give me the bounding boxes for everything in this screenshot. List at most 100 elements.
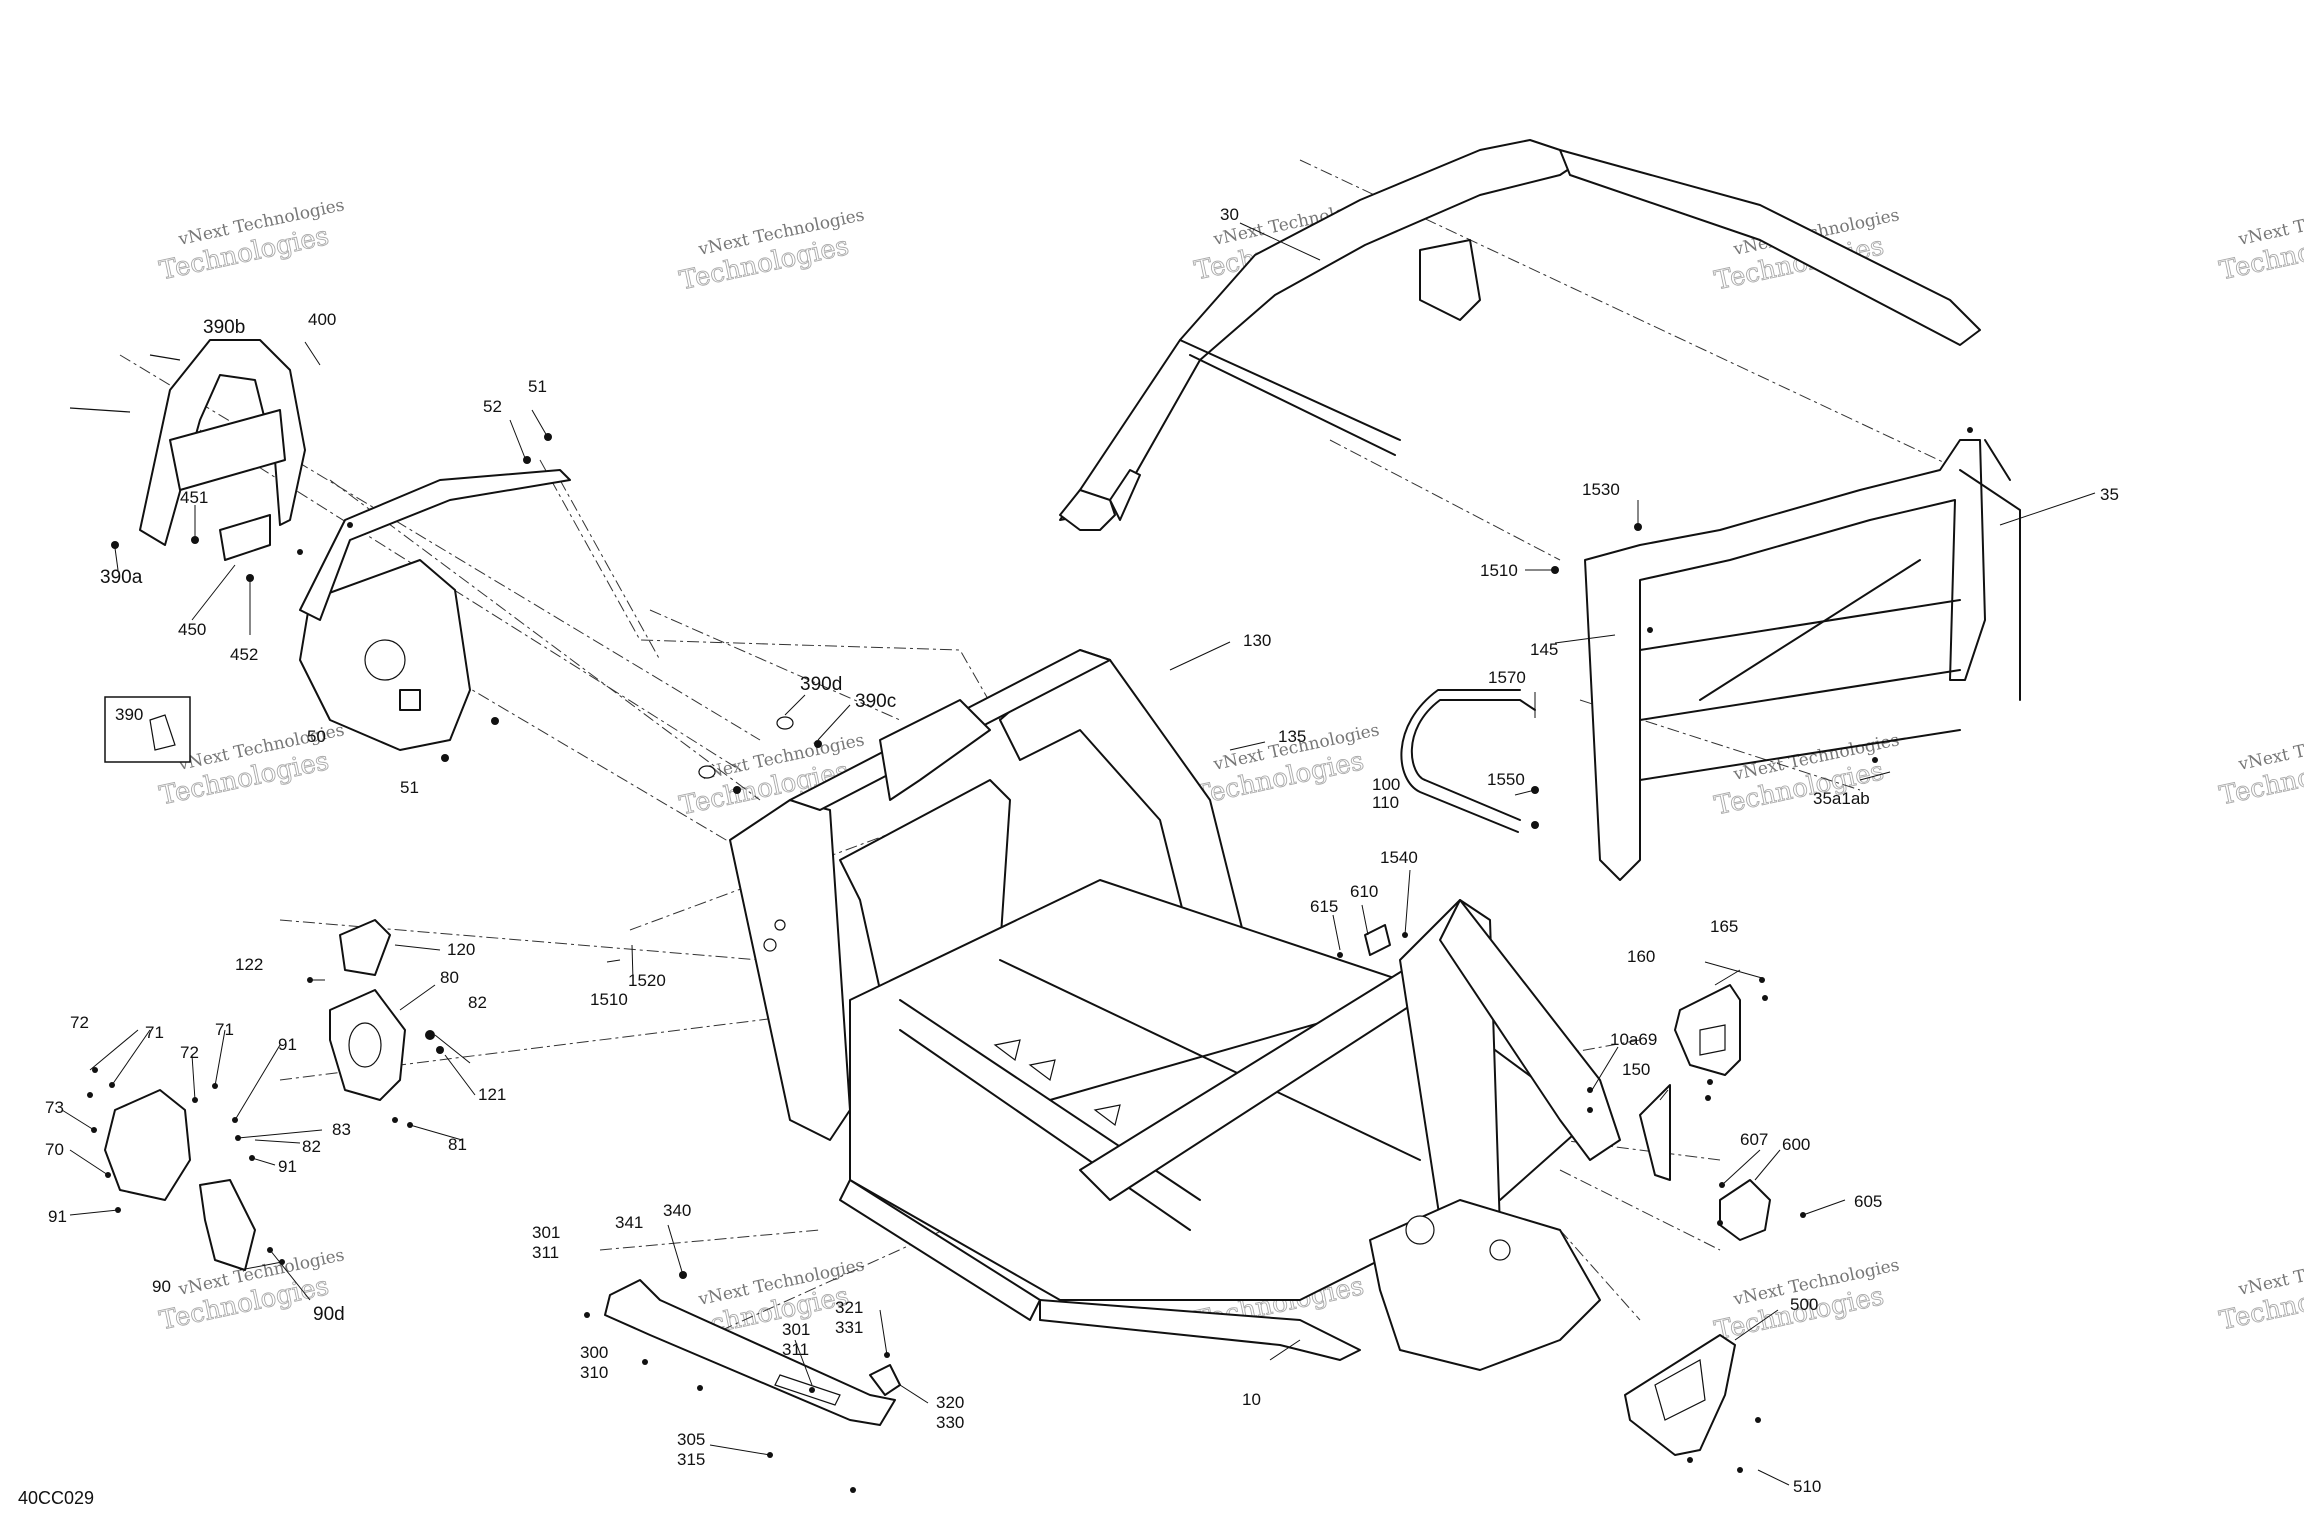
callout-390: 390 — [115, 705, 143, 724]
callout-311-b: 311 — [782, 1340, 809, 1359]
callout-51-b: 51 — [400, 778, 419, 797]
front-hoop-left — [1059, 489, 1116, 531]
callout-305: 305 — [677, 1430, 705, 1449]
left-bracket-assembly — [87, 919, 444, 1271]
callout-330: 330 — [936, 1413, 964, 1432]
callout-50: 50 — [307, 727, 326, 746]
callout-130: 130 — [1243, 631, 1271, 650]
callout-83: 83 — [332, 1120, 351, 1139]
panel-150 — [1639, 1084, 1671, 1181]
callout-82-b: 82 — [302, 1137, 321, 1156]
callout-100: 100 — [1372, 775, 1400, 794]
callout-320: 320 — [936, 1393, 964, 1412]
callout-72: 72 — [70, 1013, 89, 1032]
callout-390c: 390c — [855, 691, 896, 712]
callout-71-b: 71 — [215, 1020, 234, 1039]
callout-301-b: 301 — [782, 1320, 810, 1339]
c-pillar — [1109, 469, 1141, 521]
rear-bracket-bolts — [1337, 924, 1806, 1473]
bracket-600 — [1719, 1179, 1771, 1241]
callout-1510-b: 1510 — [590, 990, 628, 1009]
callout-121: 121 — [478, 1085, 506, 1104]
callout-600: 600 — [1782, 1135, 1810, 1154]
callouts: 30 35 1530 1510 145 1570 100 110 1550 35… — [45, 205, 2119, 1496]
callout-51: 51 — [528, 377, 547, 396]
callout-311: 311 — [532, 1243, 559, 1262]
callout-70: 70 — [45, 1140, 64, 1159]
bracket-120 — [339, 919, 391, 976]
watermark: vNext Technologies Technologies — [157, 195, 347, 287]
grab-handle — [1410, 699, 1536, 821]
callout-160: 160 — [1627, 947, 1655, 966]
callout-1510: 1510 — [1480, 561, 1518, 580]
callout-91-c: 91 — [48, 1207, 67, 1226]
callout-91: 91 — [278, 1035, 297, 1054]
callout-615: 615 — [1310, 897, 1338, 916]
callout-120: 120 — [447, 940, 475, 959]
callout-72-b: 72 — [180, 1043, 199, 1062]
roof-rear-bar — [1559, 149, 1981, 346]
leader-lines — [61, 222, 2096, 1486]
callout-340: 340 — [663, 1201, 691, 1220]
bracket-70 — [104, 1089, 191, 1201]
callout-90: 90 — [152, 1277, 171, 1296]
callout-607: 607 — [1740, 1130, 1768, 1149]
front-bumper-assembly — [69, 339, 822, 794]
callout-310: 310 — [580, 1363, 608, 1382]
frame-rear-subframe — [1369, 1199, 1601, 1371]
callout-390b: 390b — [203, 317, 245, 338]
callout-400: 400 — [308, 310, 336, 329]
rear-upper-hoop — [1584, 439, 1986, 881]
callout-610: 610 — [1350, 882, 1378, 901]
roof-front-bar — [1059, 139, 1576, 521]
callout-110: 110 — [1372, 793, 1399, 812]
bumper-bolts — [69, 354, 822, 794]
callout-91-b: 91 — [278, 1157, 297, 1176]
bumper-plate — [169, 409, 286, 491]
callout-10a69: 10a69 — [1610, 1030, 1657, 1049]
watermark: vNext Technologies Technologies — [677, 205, 867, 297]
frame-front-upright-left — [729, 799, 851, 1141]
callout-1530: 1530 — [1582, 480, 1620, 499]
callout-30: 30 — [1220, 205, 1239, 224]
callout-73: 73 — [45, 1098, 64, 1117]
callout-1550: 1550 — [1487, 770, 1525, 789]
callout-331: 331 — [835, 1318, 863, 1337]
callout-451: 451 — [180, 488, 208, 507]
part-390-inset-box — [104, 696, 191, 763]
watermark: vNext Technologies Technologies — [2217, 720, 2304, 812]
watermark: vNext Technologies Technologies — [2217, 195, 2304, 287]
callout-52: 52 — [483, 397, 502, 416]
watermark: vNext Technologies Technologies — [1712, 730, 1902, 822]
callout-80: 80 — [440, 968, 459, 987]
watermark: vNext Technologies Technologies — [2217, 1245, 2304, 1337]
bracket-90 — [199, 1179, 256, 1271]
callout-135: 135 — [1278, 727, 1306, 746]
frame-holes — [763, 919, 1511, 1261]
callout-390d: 390d — [800, 674, 842, 695]
callout-1520: 1520 — [628, 971, 666, 990]
cover-500 — [1624, 1334, 1736, 1456]
drawing-code: 40CC029 — [18, 1488, 94, 1508]
callout-510: 510 — [1793, 1477, 1821, 1496]
frame-rear-side — [1439, 899, 1621, 1161]
front-bracket-tube — [299, 469, 571, 621]
main-frame — [729, 649, 1621, 1371]
callout-500: 500 — [1790, 1295, 1818, 1314]
callout-300: 300 — [580, 1343, 608, 1362]
callout-315: 315 — [677, 1450, 705, 1469]
callout-150: 150 — [1622, 1060, 1650, 1079]
callout-35: 35 — [2100, 485, 2119, 504]
frame-front-skid — [839, 1179, 1041, 1321]
roof-gusset — [1419, 239, 1481, 321]
bracket-320 — [869, 1364, 901, 1396]
callout-71: 71 — [145, 1023, 164, 1042]
callout-145: 145 — [1530, 640, 1558, 659]
front-bumper-400 — [139, 339, 306, 546]
skid-plate-bolts — [584, 1271, 890, 1493]
rops-cage — [1059, 139, 2021, 881]
callout-450: 450 — [178, 620, 206, 639]
callout-10: 10 — [1242, 1390, 1261, 1409]
frame-front-bracket — [879, 699, 991, 801]
